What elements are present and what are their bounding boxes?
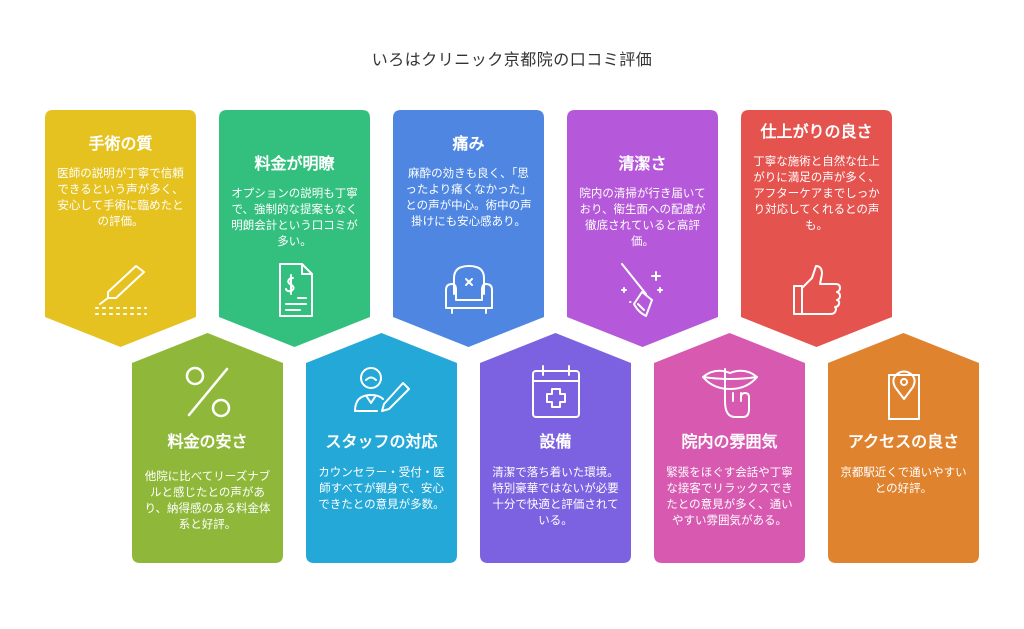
card-atmosphere: 院内の雰囲気 緊張をほぐす会話や丁寧な接客でリラックスできたとの意見が多く、通い… xyxy=(654,333,805,563)
card-heading: 痛み xyxy=(452,134,485,153)
card-text: 緊張をほぐす会話や丁寧な接客でリラックスできたとの意見が多く、通いやすい雰囲気が… xyxy=(666,465,793,527)
card-heading: 料金が明瞭 xyxy=(254,154,335,173)
medical-calendar-icon xyxy=(521,361,591,423)
card-heading: 仕上がりの良さ xyxy=(760,122,873,141)
card-text: 清潔で落ち着いた環境。特別豪華ではないが必要十分で快適と評価されている。 xyxy=(492,465,619,527)
quiet-lips-icon xyxy=(695,361,765,423)
card-staff-service: スタッフの対応 カウンセラー・受付・医師すべてが親身で、安心できたとの意見が多数… xyxy=(306,333,457,563)
invoice-icon xyxy=(260,258,330,320)
card-low-price: 料金の安さ 他院に比べてリーズナブルと感じたとの声があり、納得感のある料金体系と… xyxy=(132,333,283,563)
card-text: 麻酔の効きも良く、「思ったより痛くなかった」との声が中心。術中の声掛けにも安心感… xyxy=(405,166,532,228)
card-text: オプションの説明も丁寧で、強制的な提案もなく明朗会計という口コミが多い。 xyxy=(231,186,358,248)
thumbs-up-icon xyxy=(782,258,852,320)
card-access: アクセスの良さ 京都駅近くで通いやすいとの好評。 xyxy=(828,333,979,563)
card-shape xyxy=(219,110,370,347)
card-heading: 手術の質 xyxy=(88,134,153,153)
card-text: 丁寧な施術と自然な仕上がりに満足の声が多く、アフターケアまでしっかり対応してくれ… xyxy=(753,154,880,232)
card-heading: 清潔さ xyxy=(618,154,667,173)
card-text: カウンセラー・受付・医師すべてが親身で、安心できたとの意見が多数。 xyxy=(318,465,445,511)
card-heading: 設備 xyxy=(539,432,572,451)
diagram-title: いろはクリニック京都院の口コミ評価 xyxy=(371,50,653,69)
armchair-icon xyxy=(434,258,504,320)
card-shape xyxy=(567,110,718,347)
card-finish-quality: 仕上がりの良さ 丁寧な施術と自然な仕上がりに満足の声が多く、アフターケアまでしっ… xyxy=(741,110,892,347)
card-shape xyxy=(306,333,457,563)
card-shape xyxy=(393,110,544,347)
card-shape xyxy=(45,110,196,347)
broom-sparkle-icon xyxy=(608,258,678,320)
card-heading: スタッフの対応 xyxy=(325,432,438,451)
card-shape xyxy=(741,110,892,347)
card-heading: アクセスの良さ xyxy=(847,432,960,451)
card-shape xyxy=(480,333,631,563)
card-text: 他院に比べてリーズナブルと感じたとの声があり、納得感のある料金体系と好評。 xyxy=(144,469,271,531)
card-pain: 痛み 麻酔の効きも良く、「思ったより痛くなかった」との声が中心。術中の声掛けにも… xyxy=(393,110,544,347)
card-facilities: 設備 清潔で落ち着いた環境。特別豪華ではないが必要十分で快適と評価されている。 xyxy=(480,333,631,563)
map-pin-icon xyxy=(869,361,939,423)
card-shape xyxy=(654,333,805,563)
card-shape xyxy=(828,333,979,563)
card-text: 京都駅近くで通いやすいとの好評。 xyxy=(840,465,967,495)
card-clear-pricing: 料金が明瞭 オプションの説明も丁寧で、強制的な提案もなく明朗会計という口コミが多… xyxy=(219,110,370,347)
card-heading: 院内の雰囲気 xyxy=(681,432,778,451)
card-shape xyxy=(132,333,283,563)
card-surgery-quality: 手術の質 医師の説明が丁寧で信頼できるという声が多く、安心して手術に臨めたとの評… xyxy=(45,110,196,347)
card-heading: 料金の安さ xyxy=(167,432,248,451)
card-cleanliness: 清潔さ 院内の清掃が行き届いており、衛生面への配慮が徹底されていると高評価。 xyxy=(567,110,718,347)
percent-icon xyxy=(173,361,243,423)
staff-pen-icon xyxy=(347,361,417,423)
scalpel-icon xyxy=(86,258,156,320)
card-text: 医師の説明が丁寧で信頼できるという声が多く、安心して手術に臨めたとの評価。 xyxy=(57,166,184,228)
card-text: 院内の清掃が行き届いており、衛生面への配慮が徹底されていると高評価。 xyxy=(579,186,706,248)
